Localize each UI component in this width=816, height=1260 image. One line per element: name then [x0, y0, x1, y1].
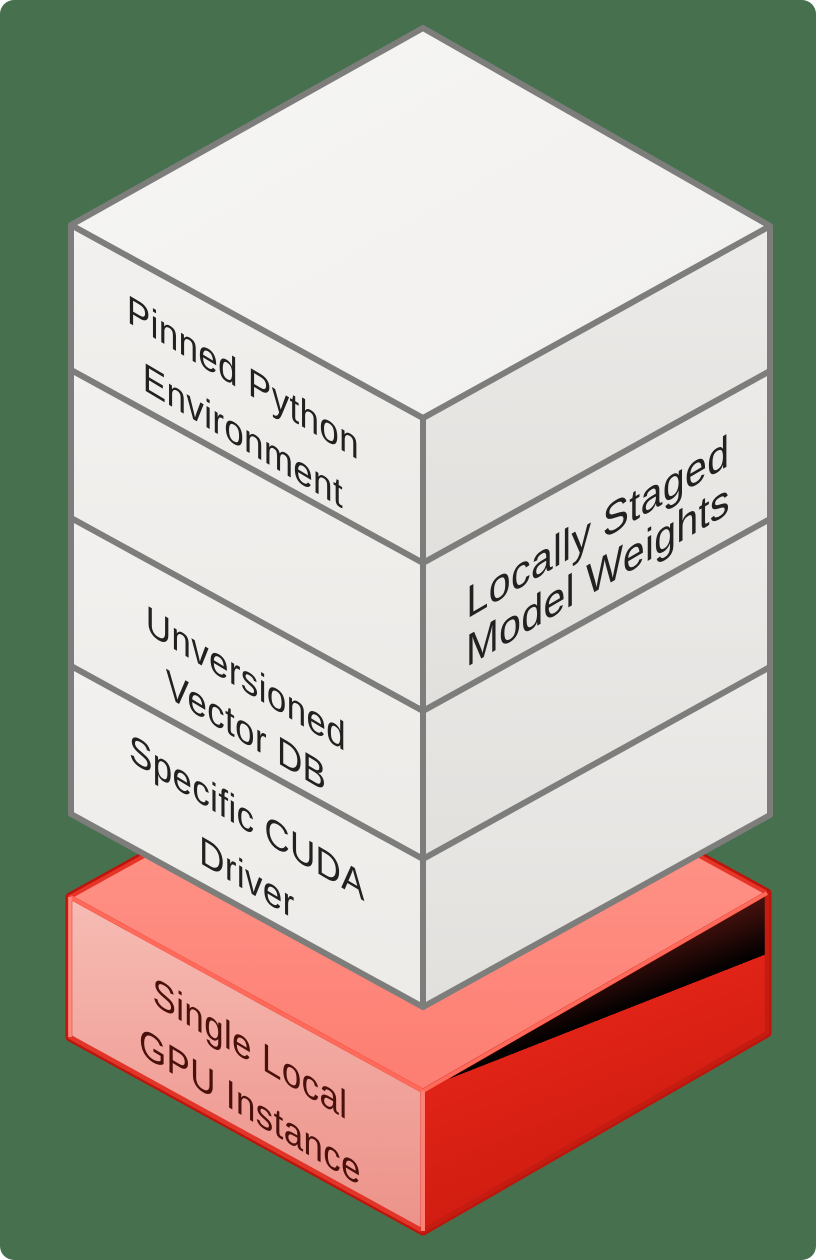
tower-top-face	[68, 25, 773, 421]
stack-tower	[68, 25, 773, 1010]
layer-specific-cuda-driver-right-face	[420, 664, 773, 1010]
